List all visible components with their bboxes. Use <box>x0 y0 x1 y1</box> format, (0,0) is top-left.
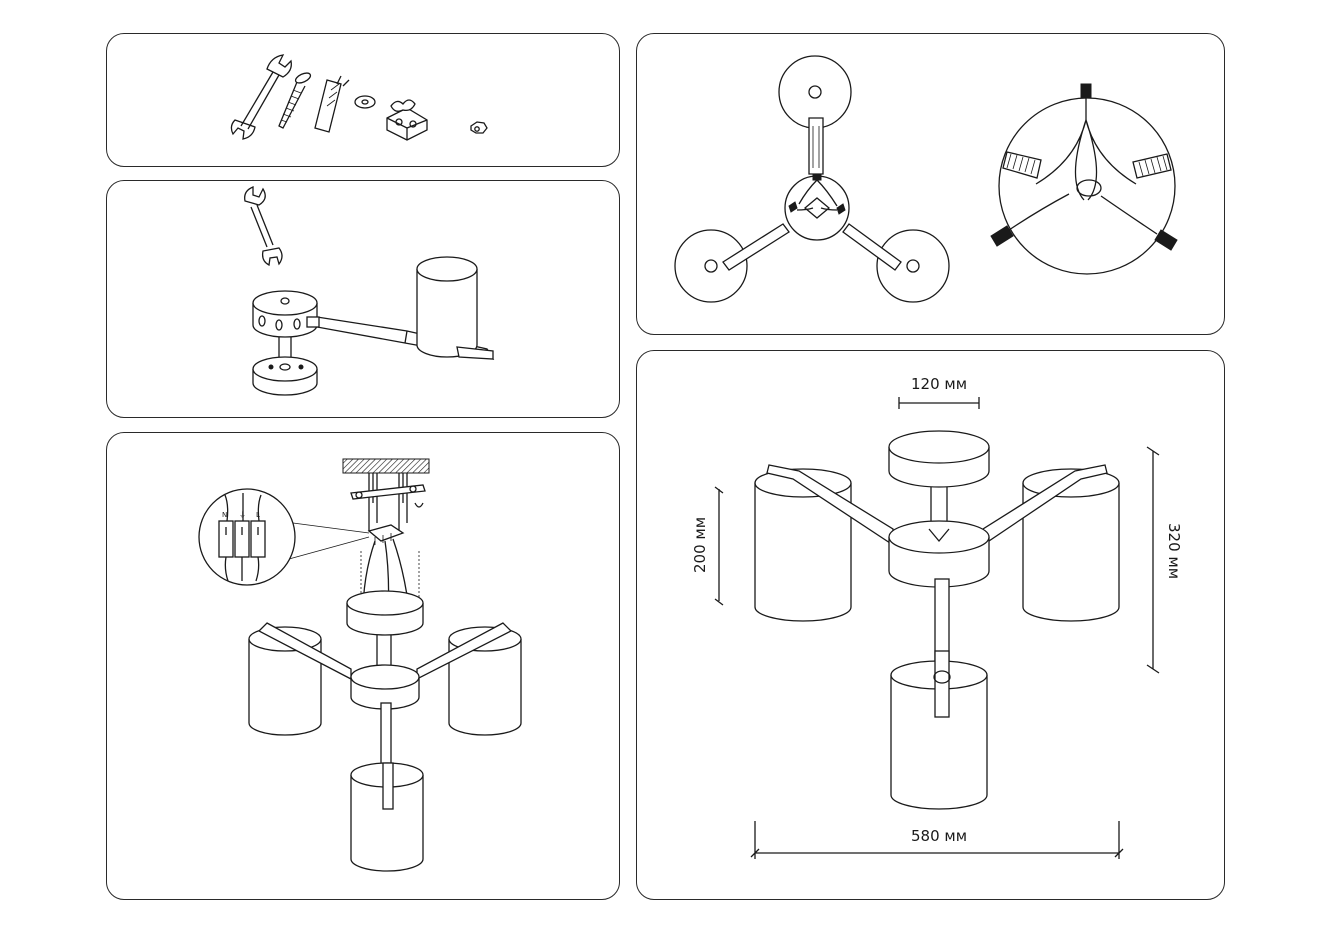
dimension-canopy-width: 120 мм <box>898 375 980 409</box>
hardware-illustration <box>230 54 488 141</box>
lamp-shade <box>416 256 494 360</box>
panel-wiring-top-view <box>636 33 1225 335</box>
label-total-height: 320 мм <box>1165 523 1183 579</box>
panel-dimensions: 120 мм <box>636 350 1225 900</box>
washer-icon <box>354 95 376 109</box>
wiring-detail-magnifier: N ⏚ L <box>198 488 370 586</box>
stem <box>376 635 392 665</box>
hub-body <box>888 520 990 588</box>
terminal-label-n: N <box>222 511 227 519</box>
shade-left <box>754 468 852 622</box>
terminal-block-small <box>367 524 405 545</box>
screw-icon <box>278 72 312 129</box>
stem <box>930 487 948 527</box>
label-total-width: 580 мм <box>911 827 967 845</box>
mounting-bracket <box>350 484 426 508</box>
terminal-label-l: L <box>256 511 260 519</box>
nut-icon <box>470 121 488 134</box>
hub-body <box>350 664 420 710</box>
dimension-drawing: 120 мм <box>691 375 1183 859</box>
wall-anchor-icon <box>314 75 350 133</box>
connector-left <box>1002 151 1042 179</box>
shade-top-view-2 <box>674 229 748 303</box>
wiring-top-illustration <box>674 55 1178 303</box>
shade-top-view-1 <box>778 55 852 129</box>
dimension-shade-height: 200 мм <box>691 486 724 606</box>
panel-ceiling-mounting: N ⏚ L <box>106 432 620 900</box>
arm-assembly-illustration <box>244 186 495 396</box>
stem-and-base <box>252 337 318 396</box>
panel-hardware-kit <box>106 33 620 167</box>
terminal-label-earth: ⏚ <box>239 511 246 519</box>
wrench-icon <box>230 54 292 140</box>
ceiling-canopy <box>346 590 424 636</box>
shade-front <box>890 650 988 810</box>
terminal-block-icon <box>386 99 428 141</box>
wrench-icon <box>244 186 283 266</box>
connector-right <box>1132 153 1172 179</box>
shade-right <box>1022 468 1120 622</box>
arm-top-2 <box>722 223 790 271</box>
dimension-total-height: 320 мм <box>1146 446 1183 674</box>
arm-top-3 <box>842 223 902 271</box>
front-shade <box>350 762 424 872</box>
ceiling-hatch <box>342 458 430 474</box>
label-shade-height: 200 мм <box>691 517 709 573</box>
canopy <box>888 430 990 488</box>
shade-top-view-3 <box>876 229 950 303</box>
label-canopy-width: 120 мм <box>911 375 967 393</box>
dimension-total-width: 580 мм <box>750 821 1124 859</box>
panel-arm-assembly <box>106 180 620 418</box>
mounting-illustration: N ⏚ L <box>198 458 522 872</box>
arm-top-1 <box>808 117 824 175</box>
hub-body <box>252 290 318 338</box>
connector-detail <box>990 83 1178 275</box>
mounting-bolts <box>368 473 408 531</box>
